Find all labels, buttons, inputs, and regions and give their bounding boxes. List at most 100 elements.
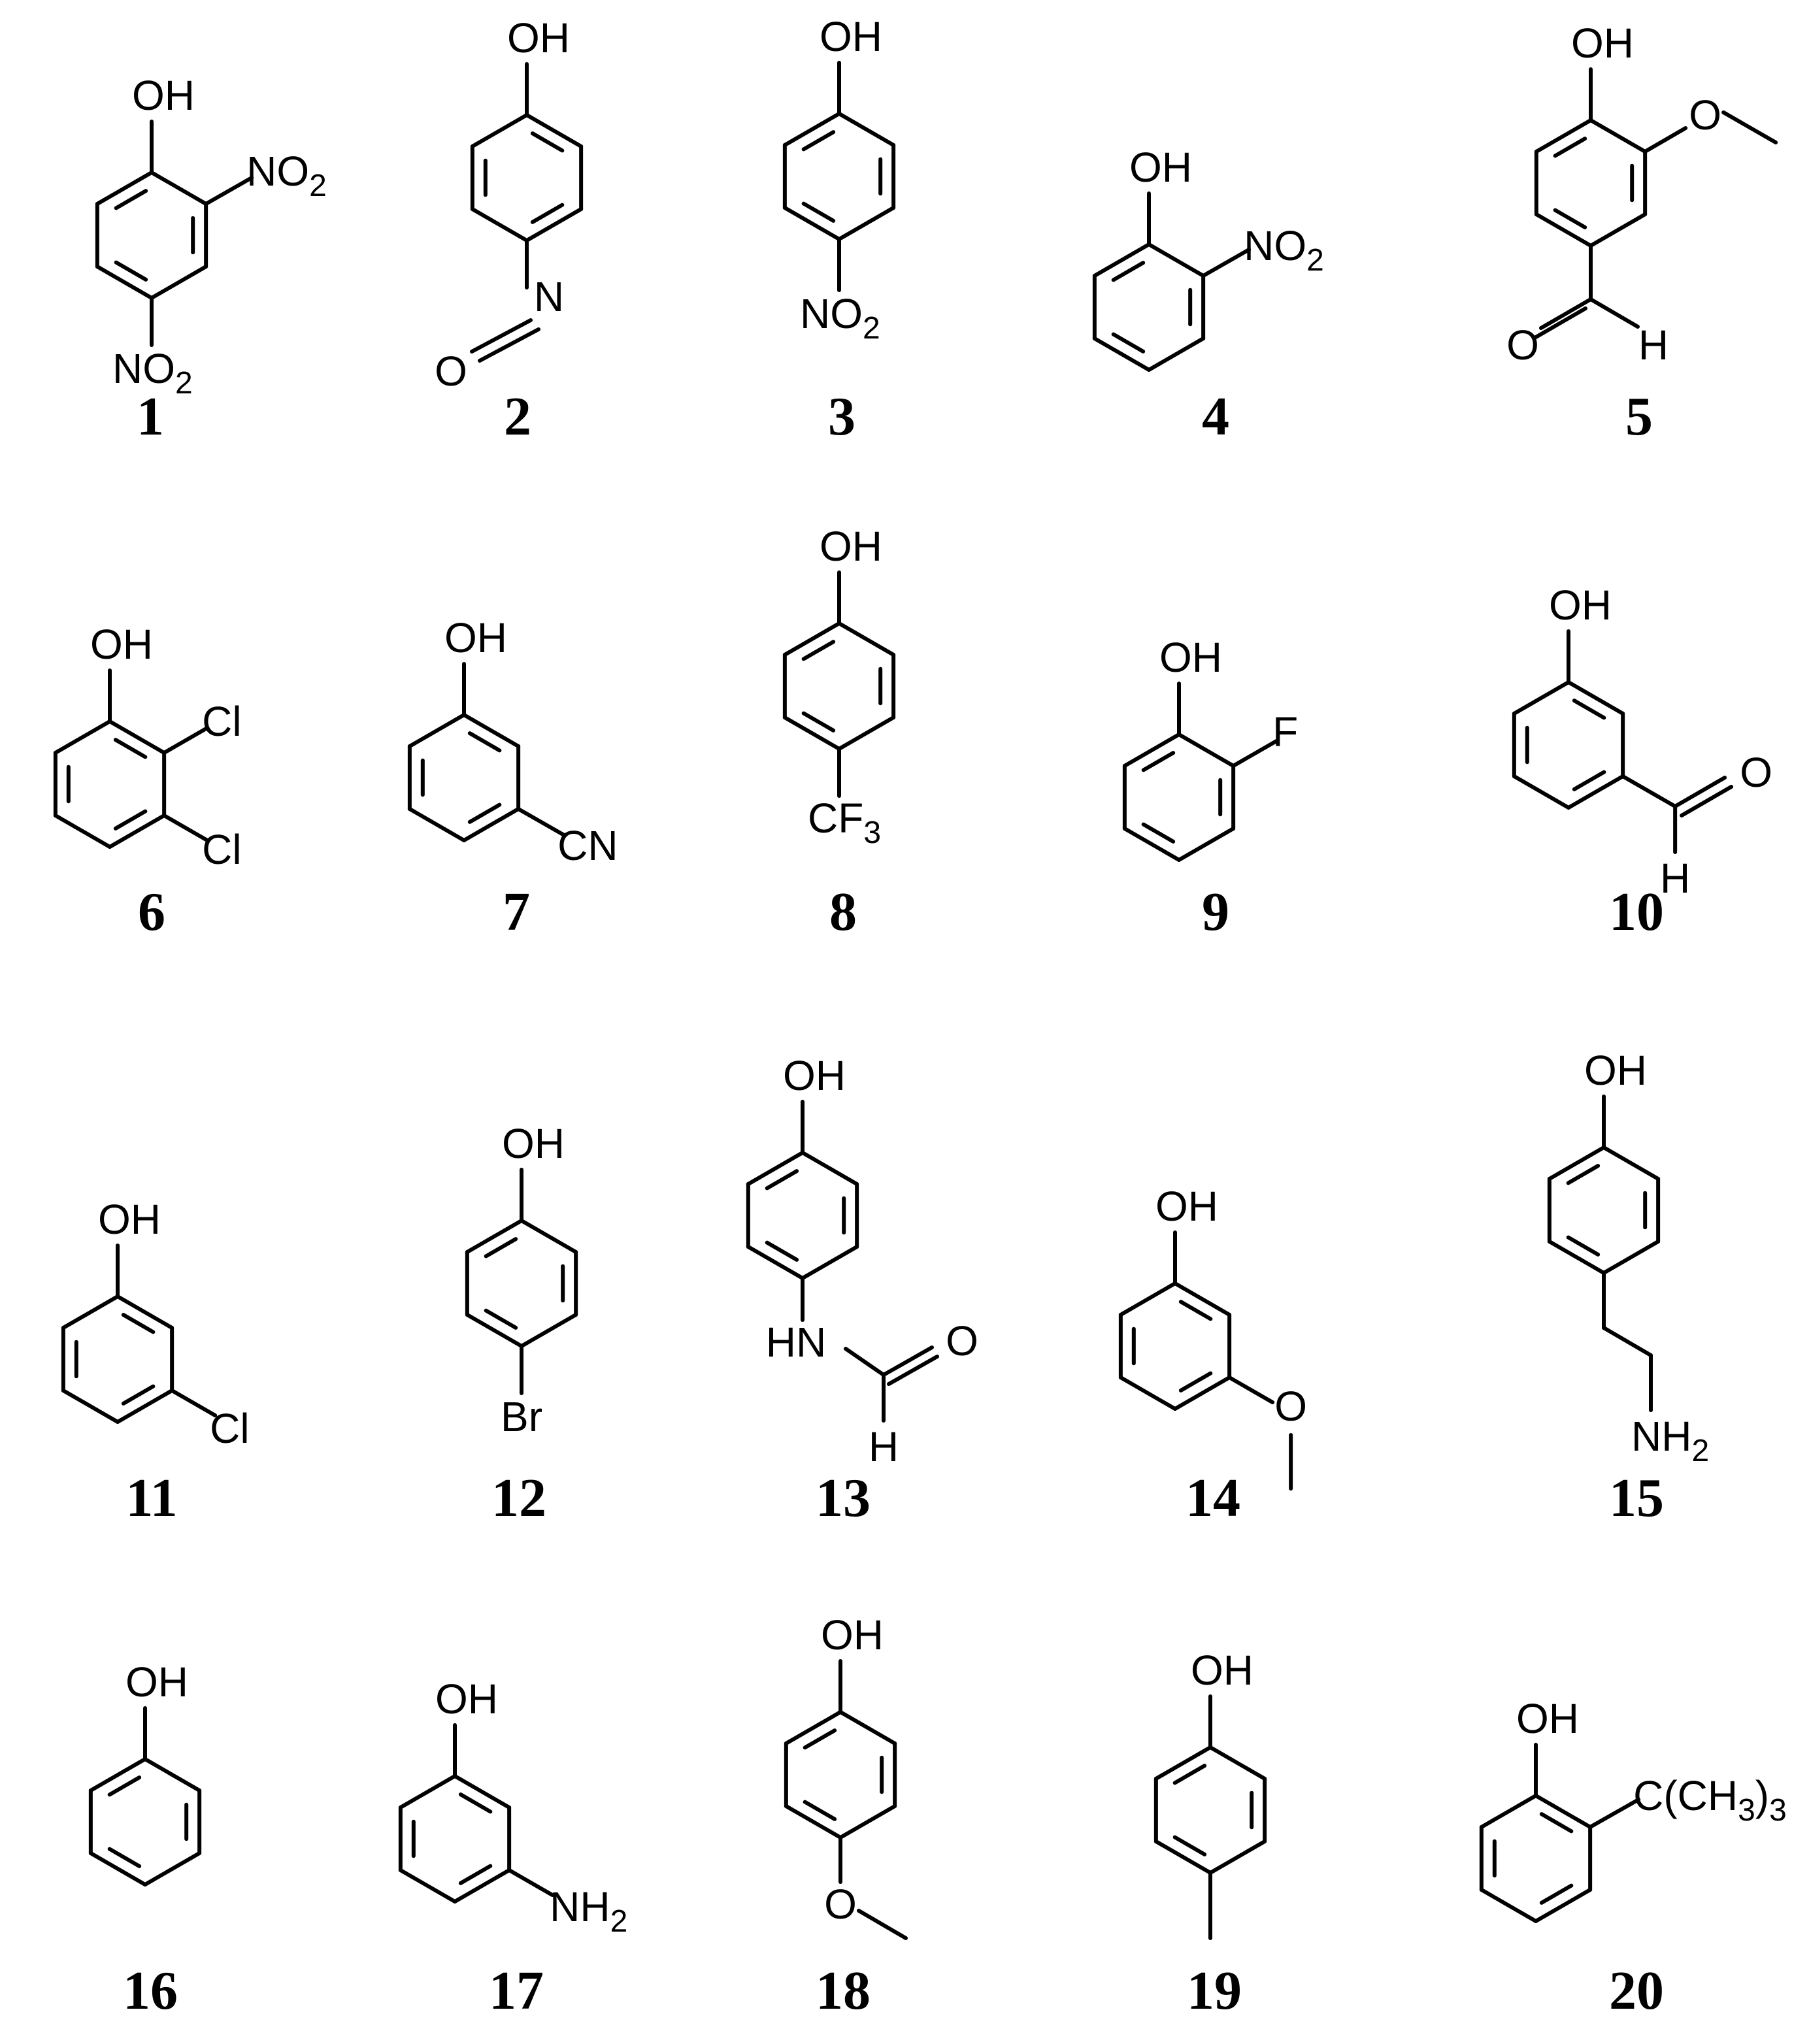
substituent-bond — [1588, 1798, 1641, 1829]
hydroxyl-label: OH — [820, 523, 882, 570]
ring-bond — [143, 1851, 202, 1887]
ring-bond — [398, 1868, 457, 1904]
ring-bond — [453, 1774, 512, 1809]
hydroxyl-label: OH — [1549, 582, 1612, 629]
ring-bond — [520, 1219, 578, 1254]
ring-bond — [1602, 1240, 1661, 1275]
ring-bond — [1567, 774, 1625, 810]
ring-bond — [782, 112, 841, 147]
ring-bond — [95, 171, 154, 206]
ring-bond — [1534, 1888, 1593, 1923]
aromatic-inner-bond — [530, 203, 565, 224]
bromo-label: Br — [501, 1393, 542, 1440]
ring-bond — [1547, 1146, 1606, 1181]
ring-bond — [1173, 1281, 1232, 1317]
nitro-4-label-subscript: 2 — [175, 366, 193, 401]
aromatic-inner-bond — [1539, 1883, 1574, 1905]
hydroxyl-label: OH — [435, 1675, 498, 1723]
ring-bond — [150, 265, 208, 300]
ring-bond — [1534, 212, 1593, 248]
ring-bond — [801, 1151, 859, 1186]
ring-bond — [782, 716, 841, 751]
ring-bond — [837, 716, 896, 751]
ring-bond — [782, 206, 841, 241]
chloro-label: Cl — [210, 1405, 249, 1452]
aromatic-inner-bond — [1539, 1812, 1574, 1834]
ring-bond — [838, 1804, 897, 1839]
aromatic-inner-bond — [1553, 208, 1587, 229]
ring-bond — [1177, 827, 1236, 862]
nitro-label: NO2 — [1244, 222, 1324, 278]
hydroxyl-label: OH — [1191, 1647, 1253, 1694]
nitro-2-label-main: NO — [246, 148, 309, 195]
hydroxyl-label: OH — [1571, 20, 1634, 67]
tert-butyl-label-main: C(CH — [1633, 1772, 1738, 1819]
ring-bond — [1589, 212, 1648, 248]
hydroxyl-label: OH — [820, 13, 882, 60]
hydroxyl-label: OH — [783, 1052, 846, 1099]
aromatic-inner-bond — [467, 731, 502, 753]
nitro-2-label-subscript: 2 — [309, 169, 327, 203]
substituent-bond — [1231, 739, 1279, 768]
ring-bond — [520, 1313, 578, 1348]
ring-bond — [1153, 1745, 1212, 1781]
aromatic-inner-bond — [121, 1384, 156, 1406]
nitro-label: NO2 — [800, 290, 880, 346]
methoxy-o-label: O — [1689, 91, 1721, 139]
compound-number: 15 — [1609, 1468, 1664, 1528]
ring-bond — [462, 713, 521, 748]
aromatic-inner-bond — [1141, 751, 1176, 772]
ring-bond — [525, 113, 584, 148]
ring-bond — [53, 814, 112, 849]
aromatic-inner-bond — [1572, 770, 1606, 791]
aromatic-inner-bond — [1172, 1764, 1207, 1785]
ring-bond — [1589, 118, 1648, 154]
ring-bond — [1092, 242, 1151, 278]
carbonyl-bond — [1534, 306, 1587, 339]
ring-bond — [801, 1245, 859, 1280]
chloro-2-label: Cl — [202, 698, 241, 745]
compound-number: 17 — [489, 1960, 544, 2021]
tert-butyl-label-paren: ) — [1755, 1772, 1769, 1819]
aldehyde-o-label: O — [1740, 749, 1772, 796]
ring-bond — [1512, 680, 1570, 716]
aromatic-inner-bond — [1111, 261, 1146, 282]
aromatic-inner-bond — [107, 1847, 142, 1868]
amino-label: NH2 — [550, 1883, 627, 1939]
aromatic-inner-bond — [484, 1237, 518, 1259]
aromatic-inner-bond — [114, 189, 148, 210]
substituent-bond — [507, 1868, 555, 1897]
ring-bond — [1479, 1888, 1538, 1923]
compound-number: 16 — [123, 1960, 178, 2021]
ring-bond — [1602, 1146, 1661, 1181]
amino-label-subscript: 2 — [610, 1904, 628, 1939]
aromatic-inner-bond — [1141, 822, 1176, 844]
ring-bond — [837, 206, 896, 241]
nitroso-n-label: N — [534, 273, 564, 320]
ring-bond — [1173, 1376, 1232, 1411]
nitro-label-main: NO — [1244, 222, 1306, 269]
trifluoromethyl-label-main: CF — [808, 795, 863, 842]
aromatic-inner-bond — [765, 1240, 799, 1262]
amino-label-main: NH — [550, 1883, 610, 1930]
substituent-bond — [516, 807, 567, 837]
ring-bond — [53, 719, 112, 755]
aldehyde-bond — [1621, 774, 1678, 808]
ring-bond — [784, 1710, 842, 1745]
substituent-bond — [1201, 248, 1252, 278]
nitroso-o-label: O — [435, 348, 467, 395]
compound-number: 18 — [816, 1960, 871, 2021]
compound-number: 19 — [1187, 1960, 1242, 2021]
hydroxyl-label: OH — [90, 621, 153, 668]
aromatic-inner-bond — [114, 260, 148, 282]
ring-bond — [837, 112, 896, 147]
aromatic-inner-bond — [1178, 1371, 1213, 1393]
substituent-bond — [170, 1389, 218, 1417]
ring-bond — [525, 207, 584, 242]
ring-bond — [470, 207, 529, 242]
